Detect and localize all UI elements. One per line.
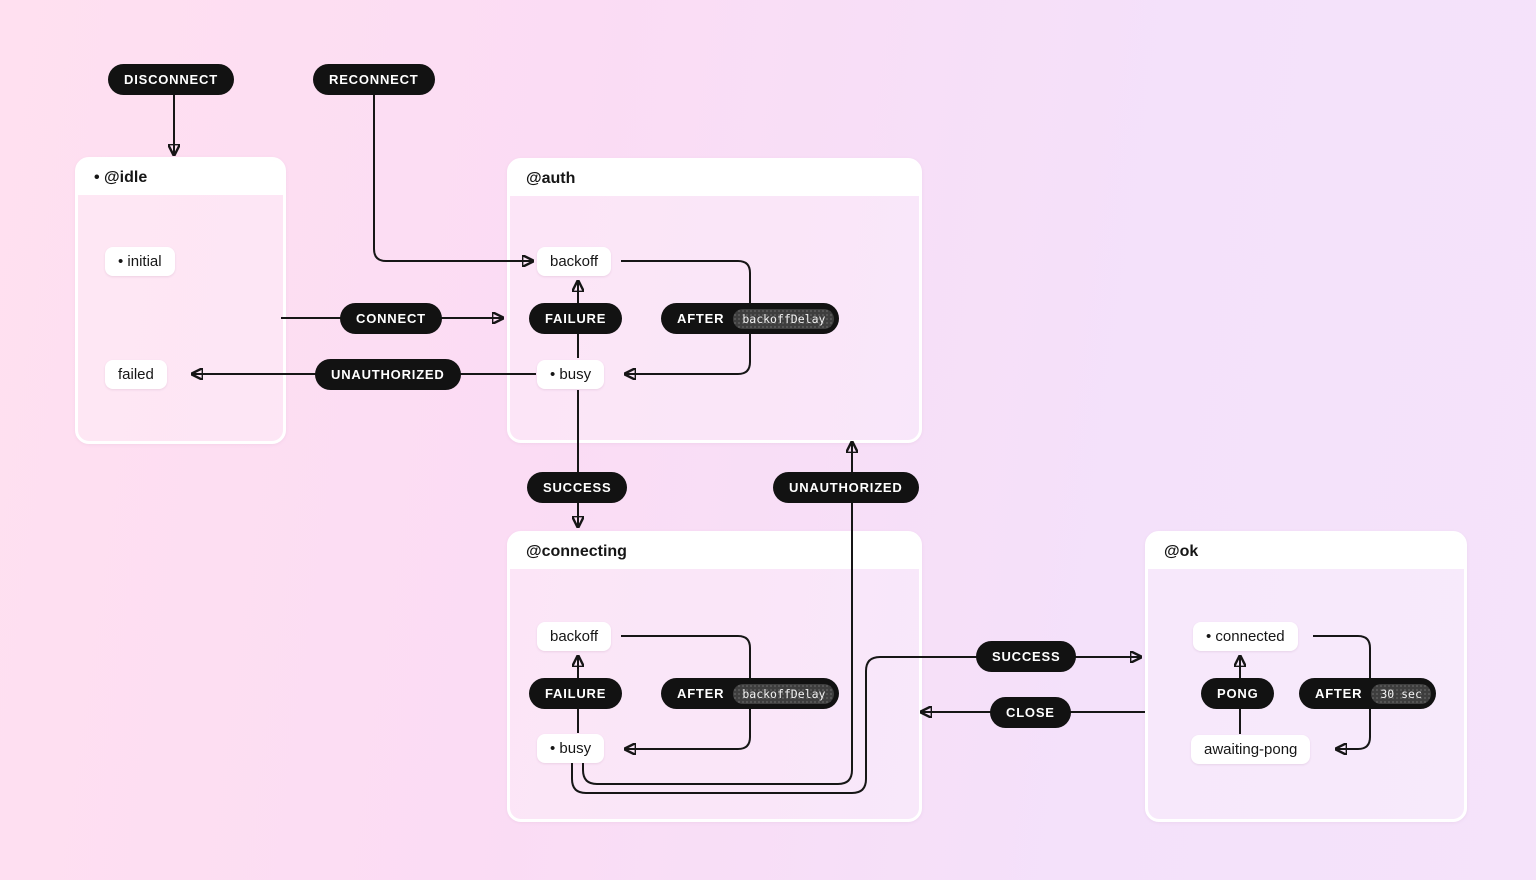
after-delay-badge: backoffDelay: [733, 683, 835, 704]
event-connect[interactable]: CONNECT: [340, 303, 442, 334]
state-box-auth[interactable]: @auth: [507, 158, 922, 443]
state-title-connecting[interactable]: @connecting: [510, 534, 919, 569]
event-auth-failure[interactable]: FAILURE: [529, 303, 623, 334]
node-awaiting-pong[interactable]: awaiting-pong: [1191, 735, 1311, 764]
node-connecting-backoff[interactable]: backoff: [537, 622, 612, 651]
event-auth-success[interactable]: SUCCESS: [527, 472, 628, 503]
event-connecting-unauthorized[interactable]: UNAUTHORIZED: [773, 472, 919, 503]
node-connecting-busy[interactable]: • busy: [537, 734, 605, 763]
node-auth-busy[interactable]: • busy: [537, 360, 605, 389]
event-auth-after[interactable]: AFTER backoffDelay: [661, 303, 840, 334]
after-delay-badge: 30 sec: [1371, 683, 1431, 704]
event-connecting-success[interactable]: SUCCESS: [976, 641, 1077, 672]
node-connected[interactable]: • connected: [1193, 622, 1298, 651]
node-initial[interactable]: • initial: [105, 247, 175, 276]
event-pong[interactable]: PONG: [1201, 678, 1275, 709]
event-after-label: AFTER: [1315, 686, 1363, 701]
event-ok-after[interactable]: AFTER 30 sec: [1299, 678, 1436, 709]
node-auth-backoff[interactable]: backoff: [537, 247, 612, 276]
event-connecting-failure[interactable]: FAILURE: [529, 678, 623, 709]
state-box-ok[interactable]: @ok: [1145, 531, 1467, 822]
state-box-connecting[interactable]: @connecting: [507, 531, 922, 822]
state-box-idle[interactable]: • @idle: [75, 157, 286, 444]
state-title-ok[interactable]: @ok: [1148, 534, 1464, 569]
state-title-auth[interactable]: @auth: [510, 161, 919, 196]
event-after-label: AFTER: [677, 686, 725, 701]
event-after-label: AFTER: [677, 311, 725, 326]
event-unauthorized-to-failed[interactable]: UNAUTHORIZED: [315, 359, 461, 390]
event-close[interactable]: CLOSE: [990, 697, 1071, 728]
event-connecting-after[interactable]: AFTER backoffDelay: [661, 678, 840, 709]
event-disconnect[interactable]: DISCONNECT: [108, 64, 234, 95]
state-title-idle[interactable]: • @idle: [78, 160, 283, 195]
event-reconnect[interactable]: RECONNECT: [313, 64, 435, 95]
node-failed[interactable]: failed: [105, 360, 167, 389]
after-delay-badge: backoffDelay: [733, 308, 835, 329]
